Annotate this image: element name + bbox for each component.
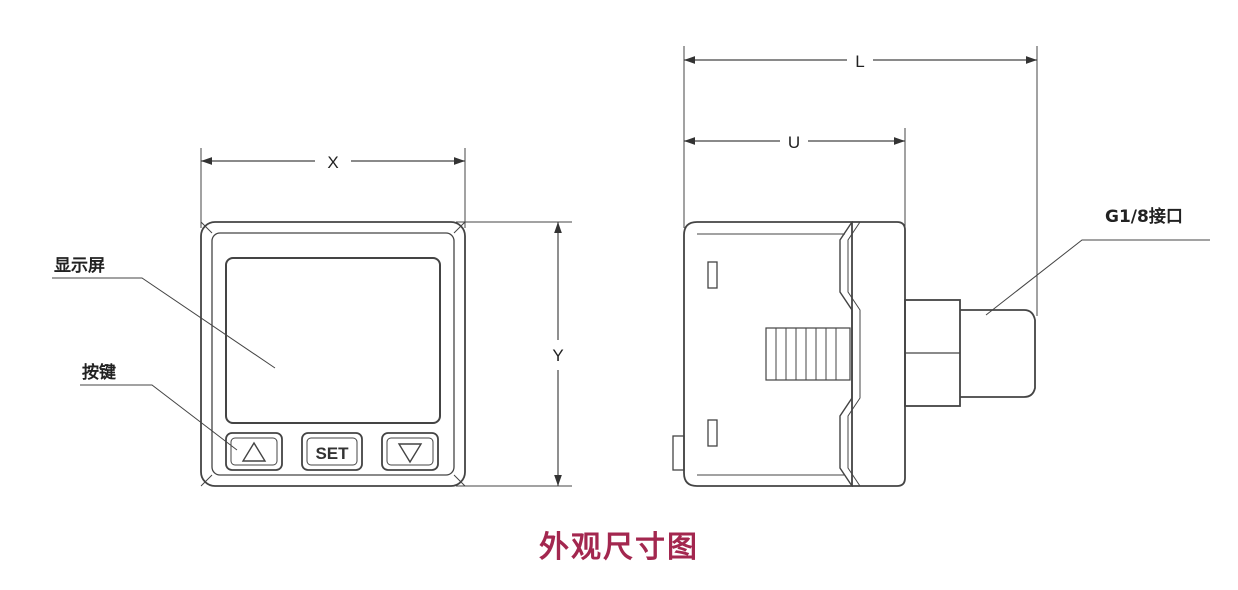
corner-bevel: [200, 474, 213, 487]
clip-profile-inner: [847, 221, 861, 487]
side-body: [683, 221, 853, 487]
front-housing-inner: [211, 232, 455, 476]
grip-rib-lines: [775, 328, 837, 380]
vent-slot-bottom: [707, 419, 718, 447]
l-dimension-label: L: [855, 52, 864, 71]
set-button-label: SET: [315, 444, 349, 463]
u-dimension-label: U: [788, 133, 800, 152]
clip-profile-outer: [839, 221, 853, 487]
triangle-down-icon: [397, 443, 423, 464]
up-button: [225, 432, 283, 471]
corner-bevel: [200, 221, 213, 234]
set-button: [301, 432, 363, 471]
figure-caption: 外观尺寸图: [539, 530, 699, 565]
grip-ribs: [765, 327, 851, 381]
keys-leader-line: [80, 384, 238, 451]
g18-port: [960, 309, 1036, 398]
front-housing-outer: [200, 221, 466, 487]
vent-slot-top: [707, 261, 718, 289]
side-tab: [672, 435, 685, 471]
triangle-up-icon: [241, 441, 267, 462]
y-dimension-label: Y: [552, 346, 563, 365]
display-screen: [225, 257, 441, 424]
keys-callout-label: 按键: [82, 362, 116, 383]
port-leader-line: [985, 239, 1210, 316]
front-view: [52, 148, 572, 487]
side-view: [672, 46, 1210, 487]
corner-bevel: [453, 474, 466, 487]
down-button: [381, 432, 439, 471]
display-callout-label: 显示屏: [54, 256, 105, 276]
display-leader-line: [52, 277, 276, 369]
corner-bevel: [453, 221, 466, 234]
x-dimension-label: X: [327, 153, 338, 172]
port-callout-label: G1/8接口: [1105, 206, 1183, 227]
